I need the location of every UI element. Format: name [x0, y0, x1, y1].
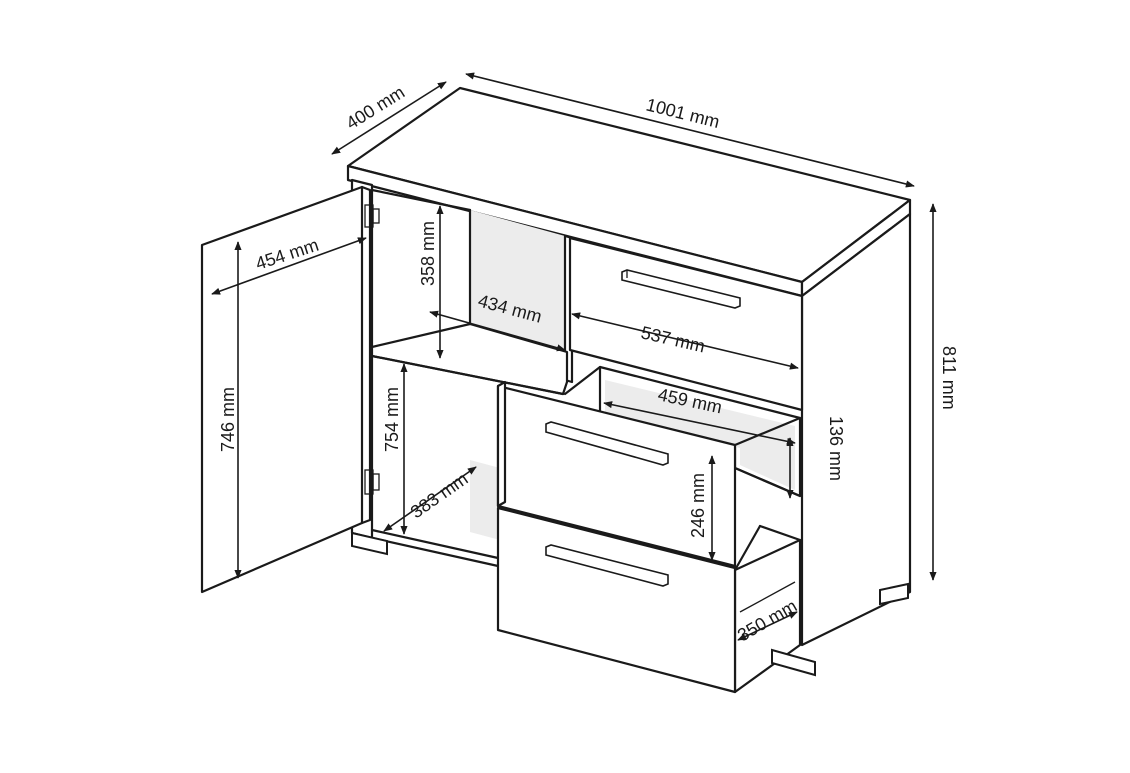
- foot-left: [351, 531, 388, 556]
- dimension-lines: [211, 72, 937, 641]
- dim-drawer-depth-line: [737, 611, 798, 641]
- hinge-top: [364, 204, 380, 228]
- hinge-bottom: [364, 469, 380, 495]
- interior-back-lower: [470, 460, 500, 540]
- label-door-height: 746 mm: [218, 387, 238, 452]
- dim-inner-depth-line: [383, 466, 477, 532]
- label-width-total: 1001 mm: [644, 94, 722, 132]
- dim-shelf-width-line: [429, 310, 566, 352]
- dim-depth-total-line: [331, 81, 447, 155]
- label-drawer-front-height: 246 mm: [688, 473, 708, 538]
- label-height-total: 811 mm: [939, 346, 959, 410]
- bottom-drawer-handle: [545, 544, 669, 587]
- label-inner-height: 754 mm: [382, 387, 402, 452]
- middle-drawer-front-side: [496, 380, 507, 508]
- foot-center: [771, 648, 816, 677]
- label-upper-height: 358 mm: [418, 221, 438, 286]
- cabinet-right-side: [800, 212, 912, 647]
- foot-right: [879, 582, 909, 606]
- dim-drawer-inner-width-line: [603, 401, 796, 445]
- label-drawer-side-height: 136 mm: [826, 416, 846, 481]
- dim-top-drawer-width-line: [571, 312, 799, 370]
- cabinet: [200, 86, 912, 694]
- dim-width-total-line: [465, 72, 915, 188]
- label-inner-depth: 383 mm: [407, 469, 472, 523]
